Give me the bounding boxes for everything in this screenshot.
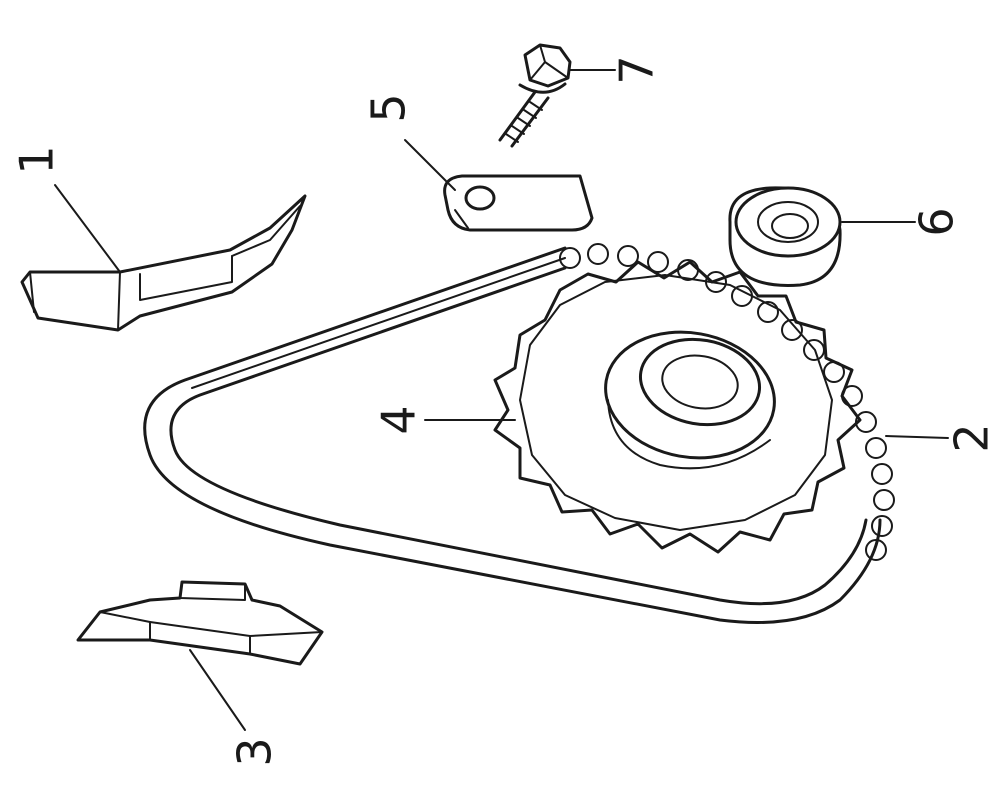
label-1: 1 <box>10 145 64 174</box>
label-3: 3 <box>228 737 282 766</box>
leader-lines <box>54 69 949 731</box>
leader-5 <box>404 139 456 191</box>
upper-chain-guide <box>20 194 307 332</box>
leader-2 <box>885 435 949 439</box>
part-labels: 1 2 3 4 5 6 7 <box>10 55 999 766</box>
label-5: 5 <box>362 93 416 122</box>
bolt <box>498 43 572 148</box>
tensioner-shoe <box>76 580 324 666</box>
idler-bushing <box>728 186 842 287</box>
label-4: 4 <box>372 405 426 434</box>
crankshaft-sprocket <box>493 260 862 554</box>
leader-1 <box>54 184 121 273</box>
timing-chain <box>143 243 895 624</box>
label-2: 2 <box>945 423 999 452</box>
leader-3 <box>189 649 246 731</box>
label-6: 6 <box>910 207 964 236</box>
lock-plate <box>443 174 594 232</box>
label-7: 7 <box>610 55 664 84</box>
